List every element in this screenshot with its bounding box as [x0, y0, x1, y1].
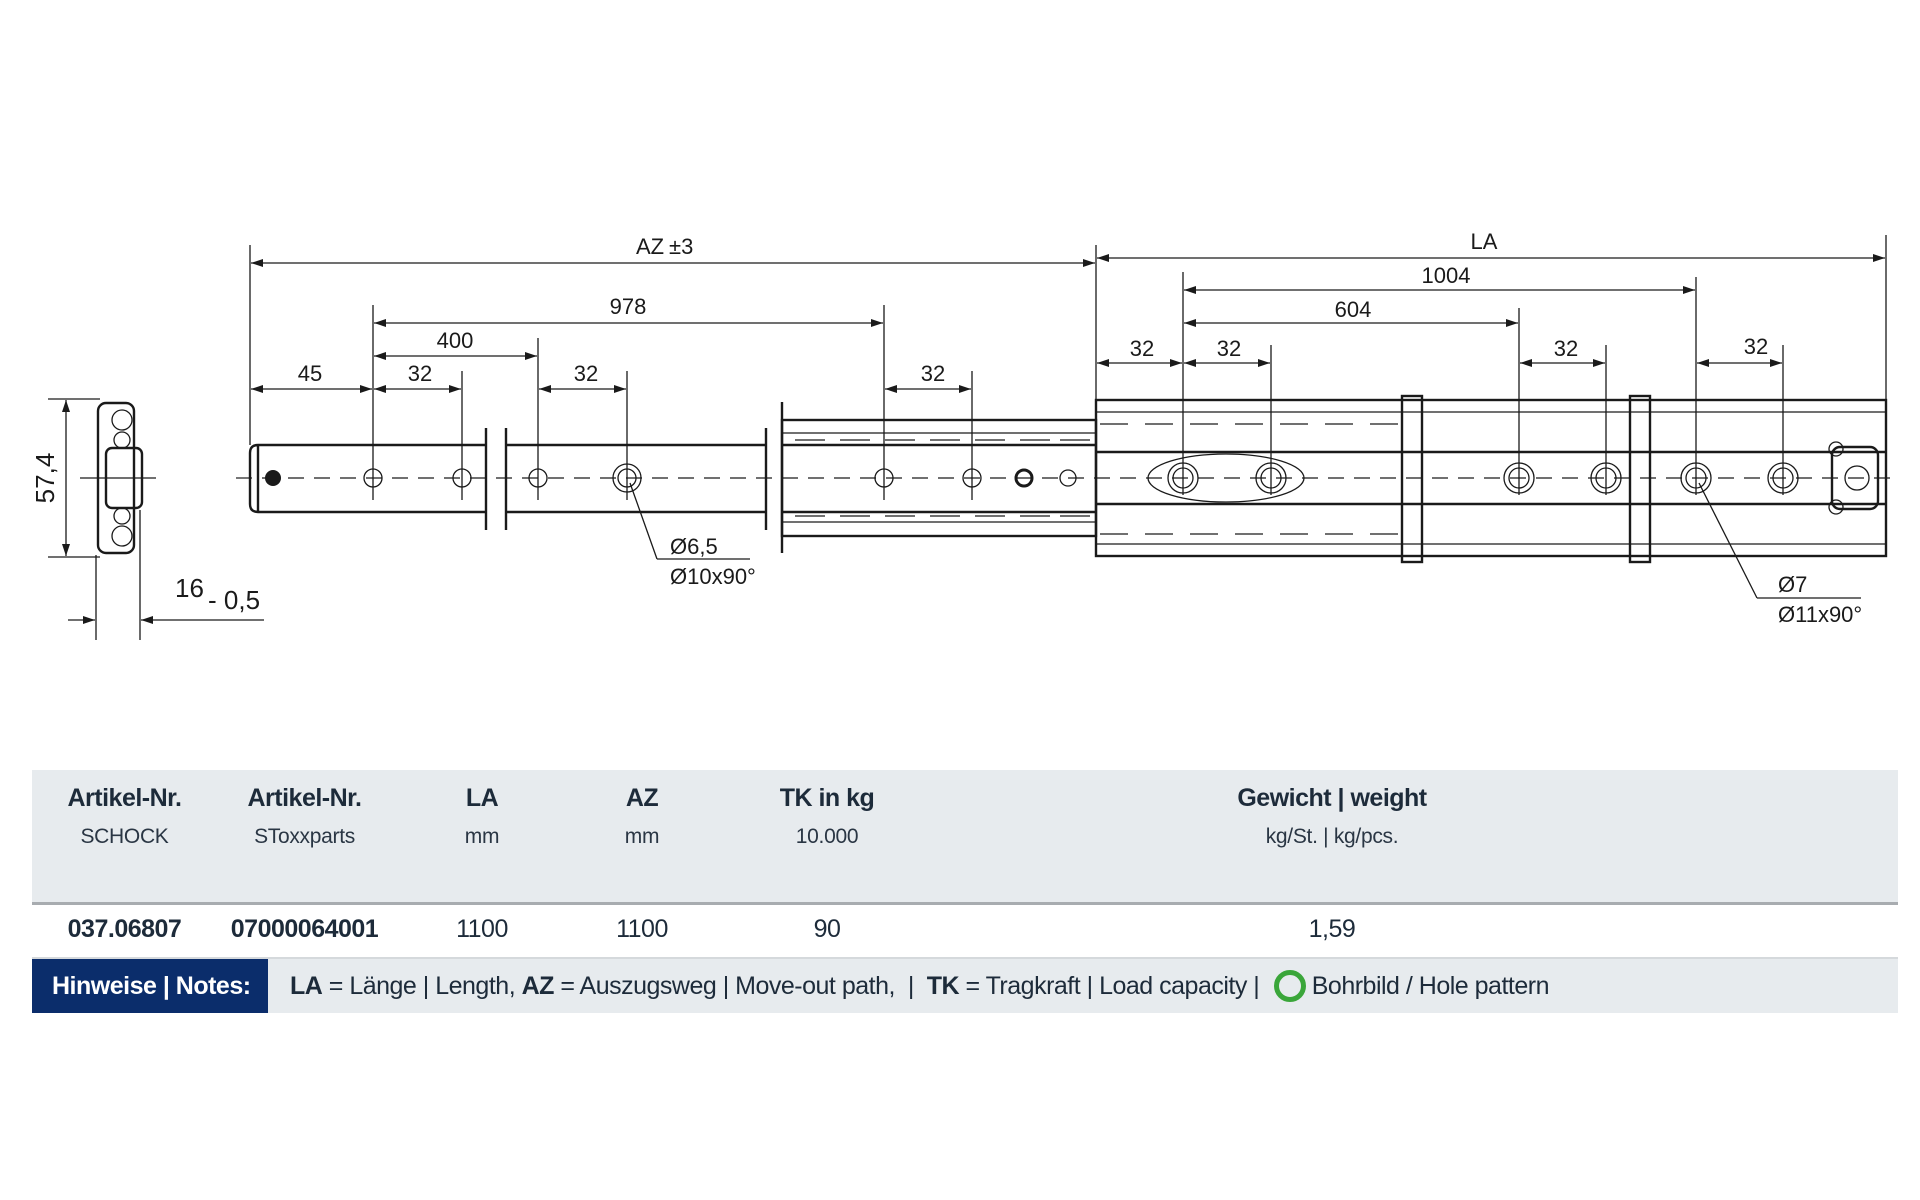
note-hole-pattern: Bohrbild / Hole pattern [1311, 971, 1550, 1000]
countersink-callout-right: Ø11x90° [1778, 602, 1862, 627]
header-sub: SCHOCK [80, 825, 169, 848]
countersink-callout-left: Ø10x90° [670, 564, 756, 589]
header-title: LA [465, 784, 499, 812]
dim-32: 32 [574, 361, 598, 386]
dim-978: 978 [610, 294, 647, 319]
header-title: Artikel-Nr. [247, 784, 362, 812]
col-header-tk: TK in kg 10.000 [752, 784, 902, 849]
side-view [236, 394, 1900, 564]
width-dimension: 16 [175, 573, 204, 603]
dim-400: 400 [437, 328, 474, 353]
width-tolerance: - 0,5 [208, 585, 260, 615]
cell-az: 1100 [616, 915, 668, 943]
cell-weight: 1,59 [1308, 915, 1356, 943]
dim-32: 32 [1130, 336, 1154, 361]
header-sub: 10.000 [795, 825, 859, 848]
dim-45: 45 [298, 361, 322, 386]
col-header-la: LA mm [427, 784, 537, 849]
dim-32: 32 [408, 361, 432, 386]
note-az-text: = Auszugsweg | Move-out path, | [553, 971, 927, 1000]
la-dimension: LA [1471, 229, 1498, 254]
header-sub: kg/St. | kg/pcs. [1265, 825, 1399, 848]
note-la-text: = Länge | Length, [322, 971, 522, 1000]
dim-32: 32 [921, 361, 945, 386]
col-header-weight: Gewicht | weight kg/St. | kg/pcs. [1212, 784, 1452, 849]
cross-section-view: 57,4 16 - 0,5 [30, 398, 264, 640]
hole-callout-right: Ø7 [1778, 572, 1807, 597]
header-title: TK in kg [779, 784, 875, 812]
cell-schock-number: 037.06807 [67, 915, 182, 943]
hole-pattern-ring-icon [1273, 970, 1306, 1002]
col-header-az: AZ mm [587, 784, 697, 849]
note-tk-key: TK [926, 971, 960, 1000]
dim-32: 32 [1744, 334, 1768, 359]
dim-1004: 1004 [1422, 263, 1471, 288]
header-title: Gewicht | weight [1237, 784, 1427, 812]
dim-604: 604 [1335, 297, 1372, 322]
header-title: Artikel-Nr. [67, 784, 182, 812]
header-sub: mm [624, 825, 660, 848]
note-az-key: AZ [521, 971, 555, 1000]
header-title: AZ [625, 784, 659, 812]
note-tk-text: = Tragkraft | Load capacity | [959, 971, 1266, 1000]
col-header-stoxx: Artikel-Nr. SToxxparts [217, 784, 392, 849]
dim-32: 32 [1554, 336, 1578, 361]
dim-32: 32 [1217, 336, 1241, 361]
table-row: 037.06807 07000064001 1100 1100 90 1,59 [32, 905, 1898, 959]
table-header: Artikel-Nr. SCHOCK Artikel-Nr. SToxxpart… [32, 770, 1898, 905]
notes-bar: Hinweise | Notes: LA = Länge | Length, A… [32, 959, 1898, 1013]
cell-tk: 90 [813, 915, 841, 943]
technical-drawing: 57,4 16 - 0,5 [30, 229, 1900, 640]
cell-stoxx-number: 07000064001 [230, 915, 379, 943]
az-dimension: AZ [636, 234, 664, 259]
notes-text: LA = Länge | Length, AZ = Auszugsweg | M… [268, 970, 1550, 1002]
hole-callout-left: Ø6,5 [670, 534, 718, 559]
col-header-schock: Artikel-Nr. SCHOCK [32, 784, 217, 849]
dimension-lines: AZ ±3 978 400 45 32 32 32 LA 1004 604 32… [249, 229, 1887, 627]
az-tolerance: ±3 [669, 234, 693, 259]
note-la-key: LA [290, 971, 323, 1000]
height-dimension: 57,4 [30, 453, 60, 504]
specification-table: Artikel-Nr. SCHOCK Artikel-Nr. SToxxpart… [32, 770, 1898, 1013]
cell-la: 1100 [456, 915, 508, 943]
header-sub: SToxxparts [254, 825, 355, 848]
header-sub: mm [464, 825, 500, 848]
notes-label: Hinweise | Notes: [32, 959, 268, 1013]
